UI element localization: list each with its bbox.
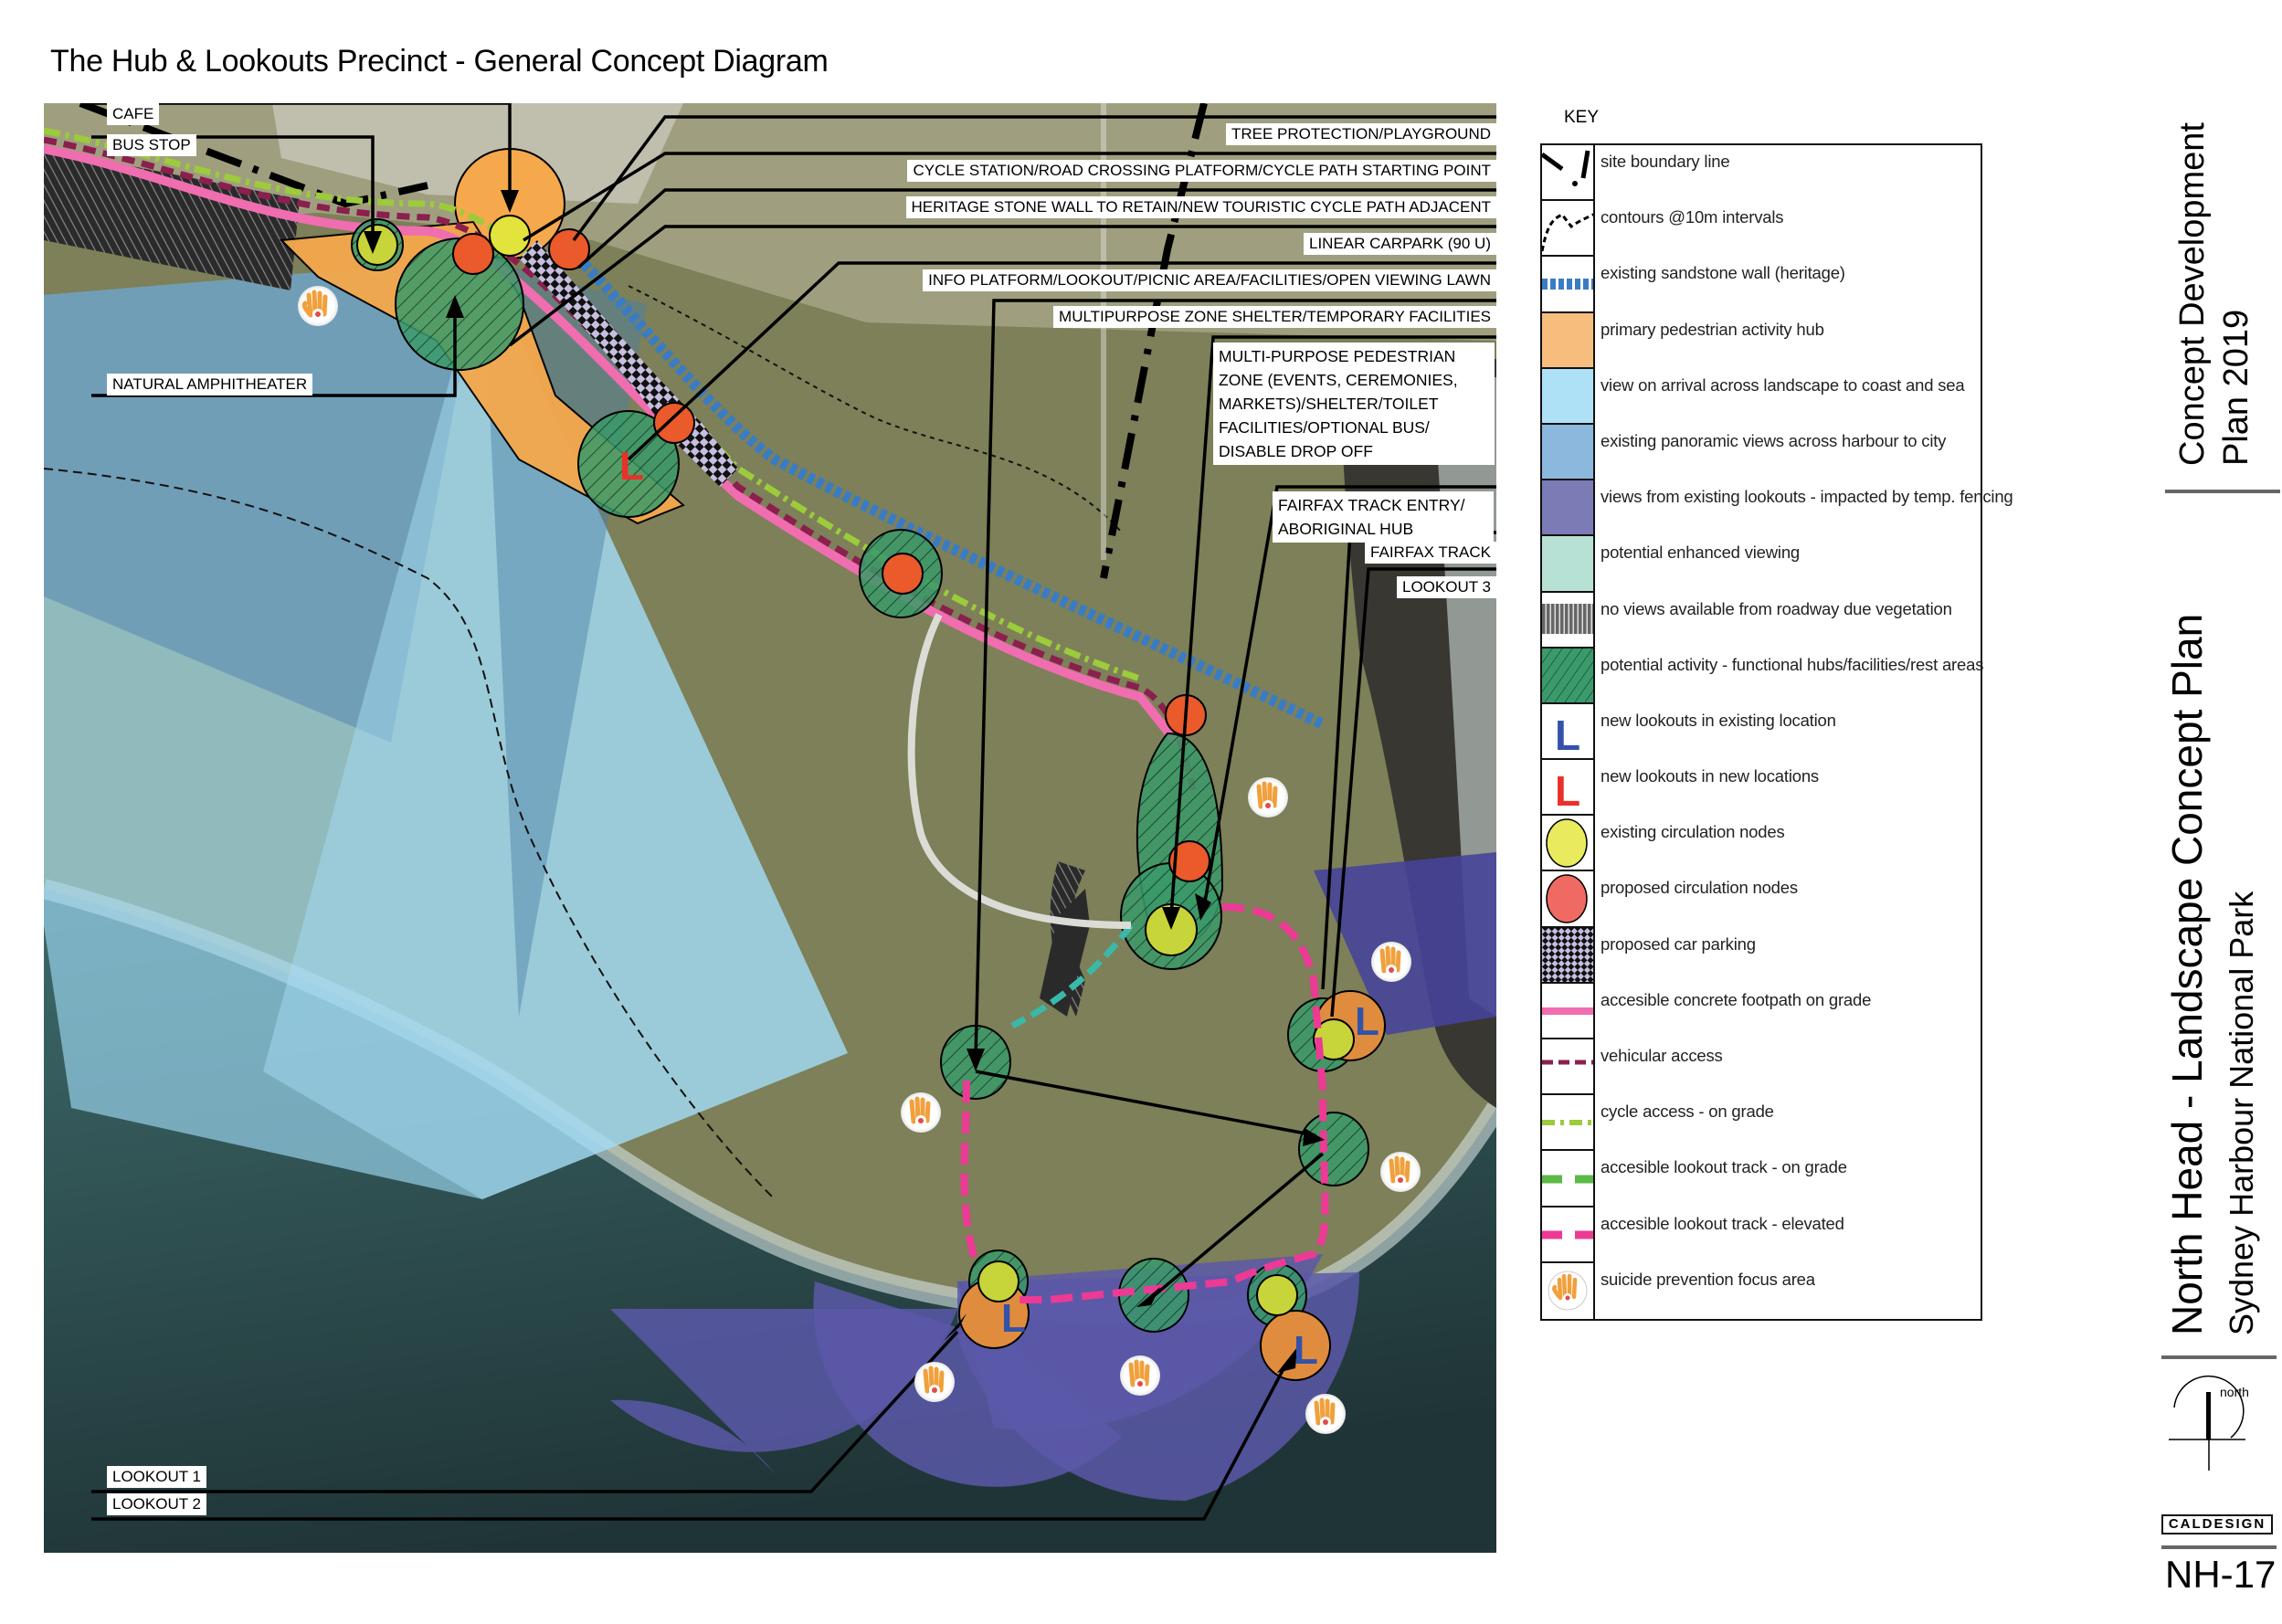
legend-item: potential enhanced viewing bbox=[1542, 536, 1981, 593]
callout-lookout-1: LOOKOUT 1 bbox=[107, 1466, 206, 1488]
track-on-grade-icon bbox=[1542, 1151, 1595, 1207]
subtitle-line1: Concept Development bbox=[2173, 122, 2212, 466]
svg-text:L: L bbox=[1294, 1328, 1318, 1373]
legend-item: primary pedestrian activity hub bbox=[1542, 312, 1981, 369]
divider bbox=[2161, 1355, 2277, 1359]
callout-cycle-station: CYCLE STATION/ROAD CROSSING PLATFORM/CYC… bbox=[907, 160, 1496, 182]
svg-text:L: L bbox=[1001, 1296, 1026, 1341]
footpath-line-icon bbox=[1542, 983, 1595, 1039]
callout-cafe: CAFE bbox=[107, 103, 160, 125]
existing-node-icon bbox=[1542, 816, 1595, 872]
lookout-existing-icon: L bbox=[1542, 703, 1595, 761]
vehicular-dashed-icon bbox=[1542, 1039, 1595, 1096]
lookout-new-icon: L bbox=[1542, 760, 1595, 817]
legend-item: existing circulation nodes bbox=[1542, 816, 1981, 872]
proposed-node-icon bbox=[1542, 871, 1595, 928]
legend: site boundary line contours @10m interva… bbox=[1540, 143, 2013, 1321]
hand-icon bbox=[1542, 1262, 1595, 1319]
hand-icons bbox=[298, 286, 1421, 1434]
firm-logo: CALDESIGN bbox=[2161, 1514, 2273, 1534]
legend-item: L new lookouts in new locations bbox=[1542, 760, 1981, 817]
callout-multipurpose-pedestrian: MULTI-PURPOSE PEDESTRIAN ZONE (EVENTS, C… bbox=[1213, 343, 1495, 465]
legend-item: potential activity - functional hubs/fac… bbox=[1542, 648, 1983, 704]
legend-item: accesible concrete footpath on grade bbox=[1542, 983, 1981, 1039]
divider bbox=[2165, 490, 2280, 493]
north-arrow-icon bbox=[2169, 1375, 2245, 1482]
callout-info-platform: INFO PLATFORM/LOOKOUT/PICNIC AREA/FACILI… bbox=[923, 269, 1496, 291]
callout-heritage-wall: HERITAGE STONE WALL TO RETAIN/NEW TOURIS… bbox=[905, 196, 1496, 218]
panoramic-view-swatch bbox=[1542, 424, 1595, 481]
north-label: north bbox=[2220, 1385, 2249, 1399]
legend-item: contours @10m intervals bbox=[1542, 201, 1981, 258]
legend-item: proposed circulation nodes bbox=[1542, 871, 1981, 928]
svg-text:L: L bbox=[1355, 999, 1379, 1044]
track-elevated-icon bbox=[1542, 1207, 1595, 1263]
vegetation-stripes-icon bbox=[1542, 592, 1595, 649]
legend-item: cycle access - on grade bbox=[1542, 1095, 1981, 1152]
callout-bus-stop: BUS STOP bbox=[107, 134, 196, 156]
callout-multipurpose-shelter: MULTIPURPOSE ZONE SHELTER/TEMPORARY FACI… bbox=[1053, 306, 1496, 328]
legend-item: views from existing lookouts - impacted … bbox=[1542, 480, 2013, 537]
callout-tree-protection: TREE PROTECTION/PLAYGROUND bbox=[1226, 123, 1496, 145]
divider bbox=[2161, 1545, 2277, 1549]
callout-lookout-2: LOOKOUT 2 bbox=[107, 1493, 206, 1515]
legend-item: existing sandstone wall (heritage) bbox=[1542, 257, 1981, 313]
location-title: Sydney Harbour National Park bbox=[2223, 891, 2260, 1335]
svg-text:L: L bbox=[619, 444, 644, 489]
legend-heading: KEY bbox=[1564, 108, 1600, 127]
contour-line-icon bbox=[1542, 201, 1595, 258]
callout-natural-amphitheater: NATURAL AMPHITHEATER bbox=[107, 374, 313, 395]
car-parking-checker-icon bbox=[1542, 927, 1595, 984]
svg-text:L: L bbox=[1555, 712, 1580, 759]
svg-text:L: L bbox=[1555, 767, 1580, 815]
legend-item: L new lookouts in existing location bbox=[1542, 703, 1981, 761]
callout-lookout-3: LOOKOUT 3 bbox=[1397, 576, 1496, 598]
legend-item: vehicular access bbox=[1542, 1039, 1981, 1096]
callout-linear-carpark: LINEAR CARPARK (90 U) bbox=[1303, 233, 1496, 255]
arrival-view-swatch bbox=[1542, 368, 1595, 425]
subtitle-line2: Plan 2019 bbox=[2217, 309, 2256, 466]
legend-item: no views available from roadway due vege… bbox=[1542, 592, 1981, 649]
legend-item: view on arrival across landscape to coas… bbox=[1542, 368, 1981, 425]
sheet-number: NH-17 bbox=[2165, 1553, 2277, 1596]
legend-item: existing panoramic views across harbour … bbox=[1542, 424, 1981, 481]
legend-item: suicide prevention focus area bbox=[1542, 1262, 1981, 1319]
hatched-activity-icon bbox=[1542, 648, 1595, 704]
activity-hub-swatch bbox=[1542, 312, 1595, 369]
legend-item: accesible lookout track - elevated bbox=[1542, 1207, 1981, 1263]
site-plan-map: L L L L CAFE BUS STOP NATURAL AMPHITHEAT… bbox=[44, 103, 1496, 1553]
legend-item: site boundary line bbox=[1542, 145, 1981, 202]
callout-fairfax-entry: FAIRFAX TRACK ENTRY/ ABORIGINAL HUB bbox=[1273, 491, 1494, 543]
cycle-access-icon bbox=[1542, 1095, 1595, 1152]
callout-fairfax-track: FAIRFAX TRACK bbox=[1365, 542, 1496, 564]
sandstone-wall-icon bbox=[1542, 257, 1595, 313]
boundary-line-icon bbox=[1542, 145, 1595, 202]
north-arrow: north bbox=[2149, 1370, 2258, 1482]
main-title: North Head - Landscape Concept Plan bbox=[2163, 613, 2211, 1335]
legend-item: accesible lookout track - on grade bbox=[1542, 1151, 1981, 1207]
enhanced-viewing-swatch bbox=[1542, 536, 1595, 593]
lookout-view-swatch bbox=[1542, 480, 1595, 537]
legend-item: proposed car parking bbox=[1542, 927, 1981, 984]
page-title: The Hub & Lookouts Precinct - General Co… bbox=[50, 44, 829, 79]
